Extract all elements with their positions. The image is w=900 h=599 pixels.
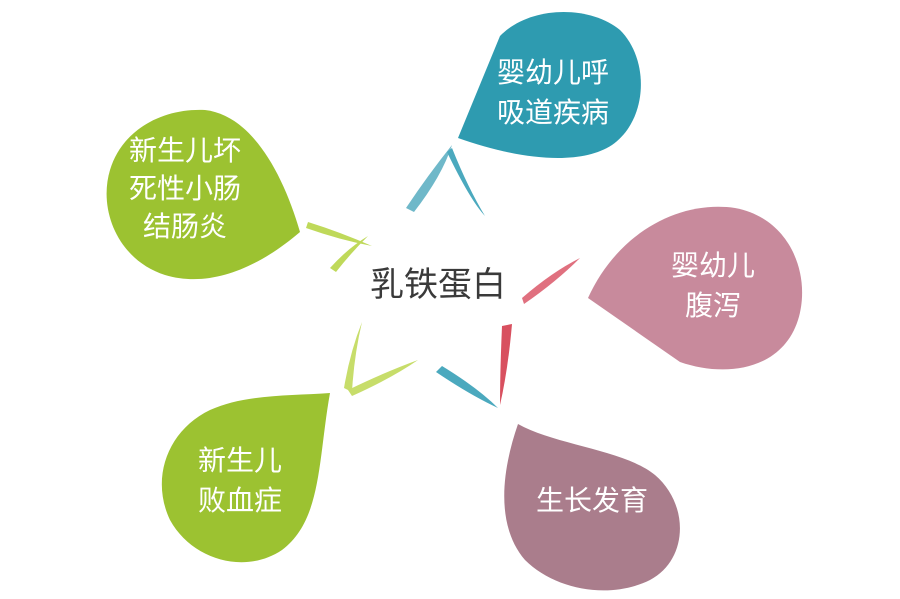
star-stroke-left-inner — [330, 236, 368, 272]
star-stroke-top-right — [447, 148, 485, 216]
petal-respiratory: 婴幼儿呼 吸道疾病 — [458, 11, 641, 158]
petal-label-line: 败血症 — [198, 484, 282, 517]
petal-label-line: 婴幼儿 — [671, 249, 755, 282]
star-stroke-top-left — [406, 145, 452, 212]
petal-label-line: 死性小肠 — [129, 172, 241, 205]
petal-sepsis: 新生儿 败血症 — [161, 393, 330, 563]
star-stroke-left-lower — [344, 322, 362, 392]
star-stroke-lower-right-blue — [436, 366, 498, 408]
petal-label-line: 婴幼儿呼 — [497, 56, 609, 89]
petal-label-line: 吸道疾病 — [497, 96, 609, 129]
petal-label-line: 结肠炎 — [143, 210, 227, 243]
petal-shape — [458, 11, 641, 158]
star-stroke-left — [306, 222, 372, 246]
petal-diarrhea: 婴幼儿 腹泻 — [588, 206, 803, 370]
petal-shape — [106, 109, 300, 280]
star-stroke-lower-right-red — [500, 324, 512, 405]
petal-nec: 新生儿坏 死性小肠 结肠炎 — [106, 109, 300, 280]
petal-shape — [504, 424, 680, 591]
petal-label-line: 生长发育 — [536, 484, 648, 517]
center-star — [306, 145, 580, 408]
star-stroke-right — [522, 258, 580, 304]
center-label: 乳铁蛋白 — [370, 265, 506, 305]
petal-shape — [588, 206, 803, 370]
star-stroke-lower-left — [348, 360, 418, 396]
petal-shape — [161, 393, 330, 563]
petal-label-line: 腹泻 — [685, 289, 741, 322]
petal-label-line: 新生儿坏 — [129, 134, 241, 167]
petal-growth: 生长发育 — [504, 424, 680, 591]
petal-label-line: 新生儿 — [198, 444, 282, 477]
